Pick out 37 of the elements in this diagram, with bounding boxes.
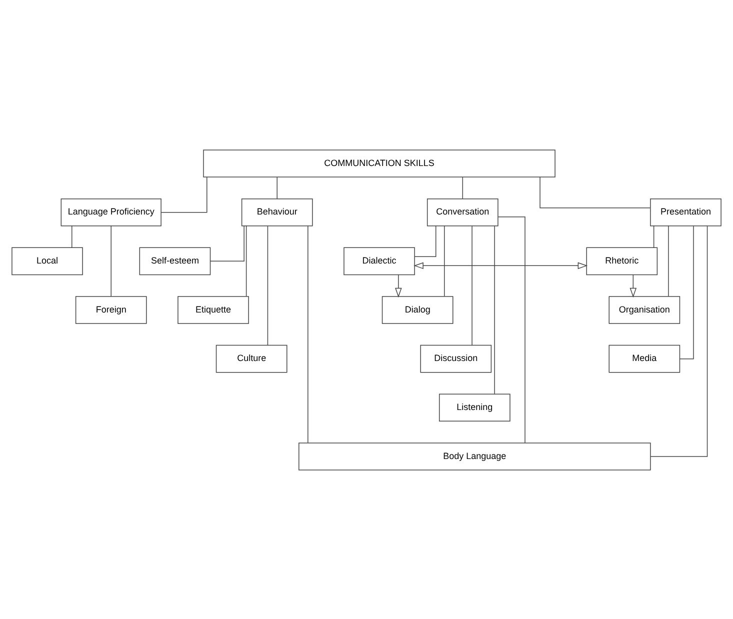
- node-box: Listening: [438, 393, 510, 422]
- connector: [160, 176, 208, 212]
- node-box: Etiquette: [178, 296, 249, 324]
- connector: [71, 225, 72, 248]
- node-box: Language Proficiency: [60, 198, 162, 226]
- connector: [540, 176, 650, 208]
- node-box: Local: [12, 246, 83, 275]
- arrow: [414, 262, 588, 269]
- node-box: Dialog: [382, 296, 454, 324]
- connector: [444, 225, 445, 296]
- connector: [462, 176, 464, 199]
- node-box: COMMUNICATION SKILLS: [203, 149, 556, 177]
- arrow: [395, 274, 402, 298]
- arrow: [630, 274, 637, 298]
- node-box: Self-esteem: [139, 246, 211, 275]
- connector: [653, 225, 654, 248]
- connector: [494, 225, 495, 394]
- connector: [210, 225, 244, 262]
- node-box: Culture: [216, 344, 288, 372]
- connector: [498, 216, 526, 443]
- node-box: Presentation: [650, 198, 722, 226]
- node-box: Organisation: [608, 296, 680, 324]
- connector: [668, 225, 669, 296]
- node-box: Rhetoric: [586, 246, 658, 275]
- node-box: Media: [608, 344, 680, 372]
- node-box: Behaviour: [241, 198, 313, 226]
- connector: [110, 225, 112, 296]
- connector: [276, 176, 278, 199]
- connector: [246, 225, 247, 296]
- node-box: Discussion: [420, 344, 492, 372]
- connector: [414, 225, 436, 257]
- node-box: Body Language: [298, 442, 651, 470]
- node-box: Foreign: [75, 296, 147, 324]
- node-box: Dialectic: [344, 246, 415, 275]
- connector: [267, 225, 268, 346]
- connector: [650, 225, 708, 456]
- node-box: Conversation: [426, 198, 498, 226]
